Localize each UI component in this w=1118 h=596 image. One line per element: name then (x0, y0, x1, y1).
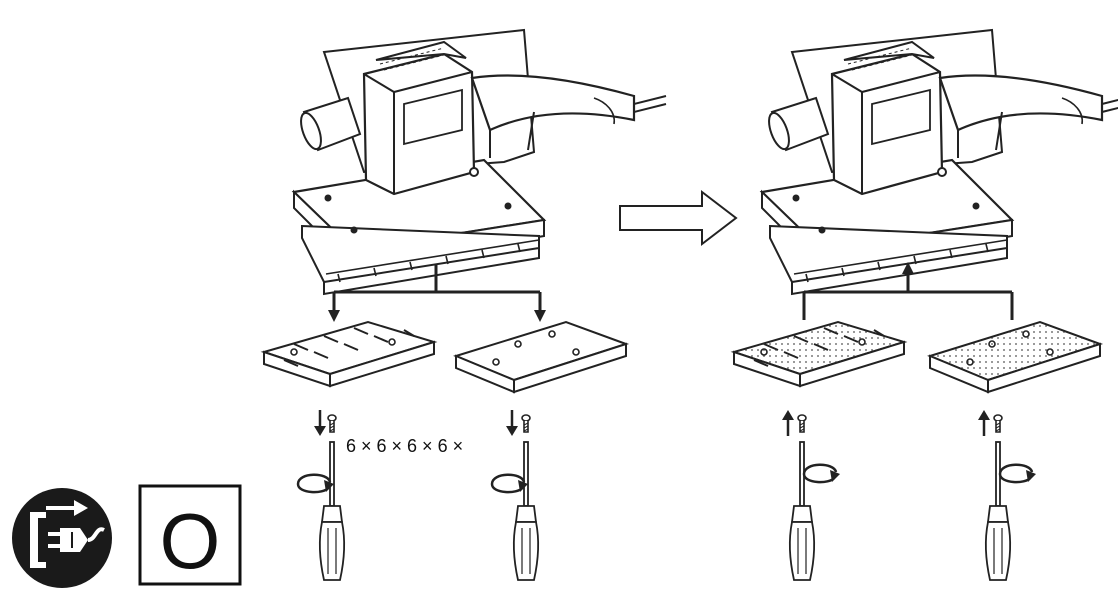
screw-icon (797, 414, 807, 433)
screwdriver-icon (788, 441, 816, 581)
screws-count-label: 6 × 6 × 6 × 6 × (346, 436, 463, 456)
sanding-pad-with-paper-flat (929, 321, 1101, 393)
screw-removal-left-2 (506, 410, 531, 436)
unplug-power-icon (12, 488, 112, 588)
orbital-sander-icon (760, 28, 1118, 296)
connector-lines-right (802, 272, 1014, 320)
rotation-arrow-icon (490, 473, 530, 494)
screw-icon (993, 414, 1003, 433)
screw-removal-left-1 (314, 410, 337, 436)
screwdriver-icon (318, 441, 346, 581)
screwdriver-icon (512, 441, 540, 581)
down-arrowhead-icon (534, 310, 546, 322)
switch-off-indicator: O (138, 484, 242, 586)
sanding-pad-with-paper-ribbed (733, 321, 905, 387)
screwdriver-icon (984, 441, 1012, 581)
up-arrowhead-icon (902, 262, 914, 274)
rotation-arrow-icon (296, 473, 336, 494)
screw-icon (327, 414, 337, 433)
screw-install-right-1 (782, 410, 807, 436)
connector-lines-left (332, 264, 542, 312)
screw-icon (521, 414, 531, 433)
rotation-arrow-icon (802, 463, 842, 484)
rotation-arrow-icon (998, 463, 1038, 484)
switch-off-symbol: O (160, 497, 221, 585)
right-arrow-icon (619, 189, 738, 247)
orbital-sander-icon (292, 28, 668, 296)
sanding-pad-icon (455, 321, 627, 393)
down-arrowhead-icon (328, 310, 340, 322)
screw-install-right-2 (978, 410, 1003, 436)
sanding-pad-icon (263, 321, 435, 387)
